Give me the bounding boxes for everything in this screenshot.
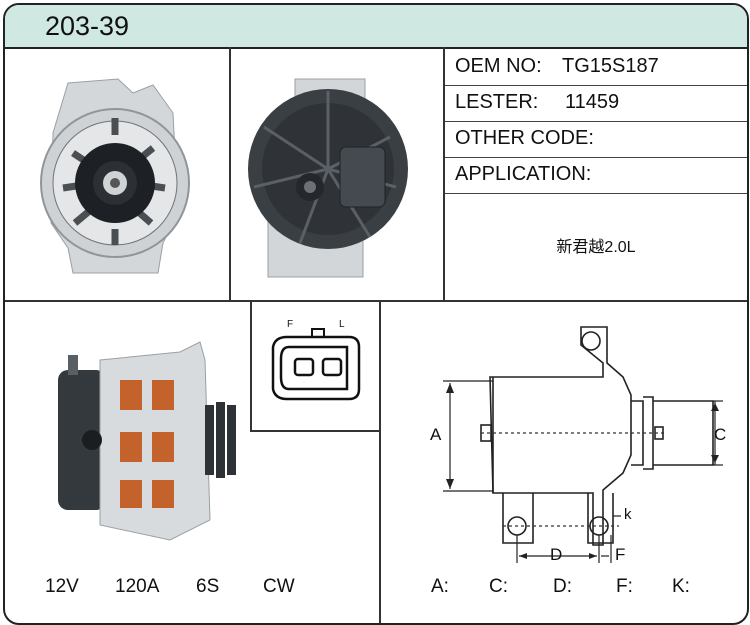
spec-amperage: 120A — [115, 576, 160, 597]
lester-label: LESTER: — [455, 91, 539, 113]
dim-label-a: A — [430, 425, 442, 444]
divider — [443, 47, 445, 301]
divider — [250, 301, 252, 431]
spec-pulley: 6S — [196, 576, 220, 597]
connector-diagram — [271, 328, 361, 401]
oem-value: TG15S187 — [562, 55, 659, 77]
part-number-title: 203-39 — [45, 11, 130, 41]
dim-label-k: k — [624, 506, 632, 523]
other-code-label: OTHER CODE: — [455, 127, 594, 149]
dim-label-c: C — [714, 425, 727, 444]
application-value: 新君越2.0L — [556, 239, 636, 256]
connector-pin-f: F — [287, 319, 294, 330]
divider — [5, 300, 747, 302]
lester-row: LESTER: 11459 — [445, 85, 747, 122]
alternator-side-view — [58, 341, 236, 541]
dimension-c-label: C: — [489, 576, 508, 597]
oem-row: OEM NO: TG15S187 — [445, 49, 747, 86]
dimension-f-label: F: — [616, 576, 633, 597]
alternator-front-view — [40, 78, 190, 274]
spec-voltage: 12V — [45, 576, 79, 597]
header-bar: 203-39 — [5, 5, 747, 49]
other-code-row: OTHER CODE: — [445, 121, 747, 158]
divider — [229, 47, 231, 301]
dimension-a-label: A: — [431, 576, 449, 597]
dimension-drawing — [443, 326, 723, 563]
connector-pin-l: L — [339, 319, 345, 330]
spec-rotation: CW — [263, 576, 295, 597]
dim-label-f: F — [615, 545, 626, 564]
product-spec-card: 203-39 OEM NO: TG15S187 LESTER: 11459 OT… — [3, 3, 749, 625]
oem-label: OEM NO: — [455, 55, 542, 77]
dimension-k-label: K: — [672, 576, 690, 597]
lester-value: 11459 — [565, 91, 620, 113]
application-label: APPLICATION: — [455, 163, 592, 185]
divider — [250, 430, 380, 432]
application-row: APPLICATION: — [445, 157, 747, 194]
dimension-d-label: D: — [553, 576, 572, 597]
dim-label-d: D — [550, 545, 563, 564]
alternator-rear-view — [248, 78, 408, 278]
divider — [379, 301, 381, 623]
